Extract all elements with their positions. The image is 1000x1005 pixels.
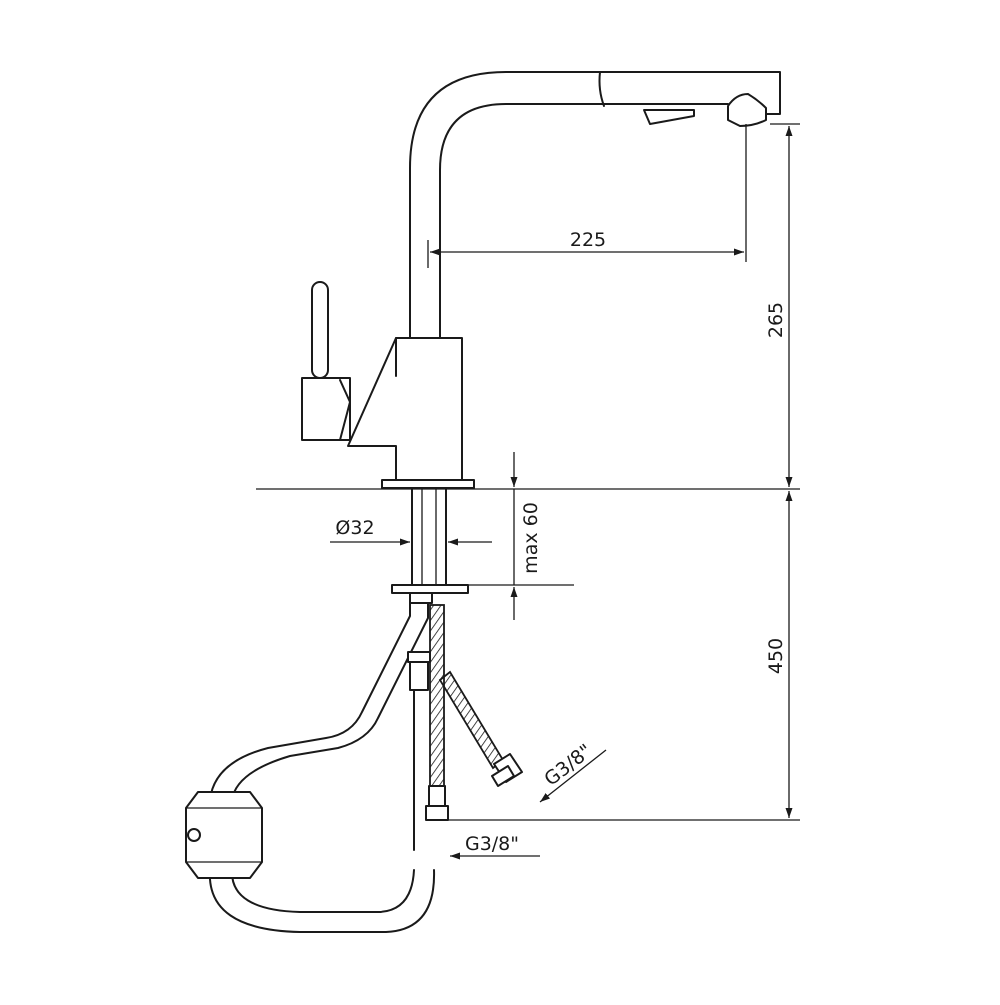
g38-right-label: G3/8"	[540, 740, 596, 791]
spray-head-seam	[598, 71, 605, 107]
body-block	[347, 337, 463, 481]
spout-outer	[409, 71, 781, 339]
supply-hoses	[425, 604, 523, 821]
dim-deck-thickness: max 60	[448, 452, 574, 620]
g38-left-label: G3/8"	[465, 833, 519, 855]
spout-inner	[439, 103, 729, 339]
mounting-rod	[391, 488, 469, 604]
hose-coupling	[407, 651, 431, 663]
dim-spout-reach: 225	[427, 124, 747, 268]
faucet-body	[301, 71, 781, 489]
spray-nozzle	[727, 93, 767, 127]
dim-450-label: 450	[765, 638, 787, 674]
hose-weight	[185, 791, 263, 879]
lever-handle	[311, 281, 329, 379]
mounting-plate	[391, 584, 469, 594]
dim-hole-diameter: Ø32	[330, 517, 492, 546]
escutcheon	[381, 479, 475, 489]
dim-d32-label: Ø32	[335, 517, 374, 539]
pull-out-hose	[185, 602, 436, 933]
dim-265-label: 265	[765, 302, 787, 338]
leader-connection-right: G3/8"	[539, 740, 607, 803]
mounting-nut	[409, 592, 433, 604]
dim-hose-length: 450	[448, 491, 800, 821]
left-fitting	[428, 785, 446, 807]
spray-button	[643, 109, 695, 125]
leader-connection-left: G3/8"	[450, 833, 540, 860]
dim-max60-label: max 60	[520, 502, 542, 574]
dim-spout-height: 265	[765, 123, 800, 487]
dim-225-label: 225	[570, 229, 606, 251]
